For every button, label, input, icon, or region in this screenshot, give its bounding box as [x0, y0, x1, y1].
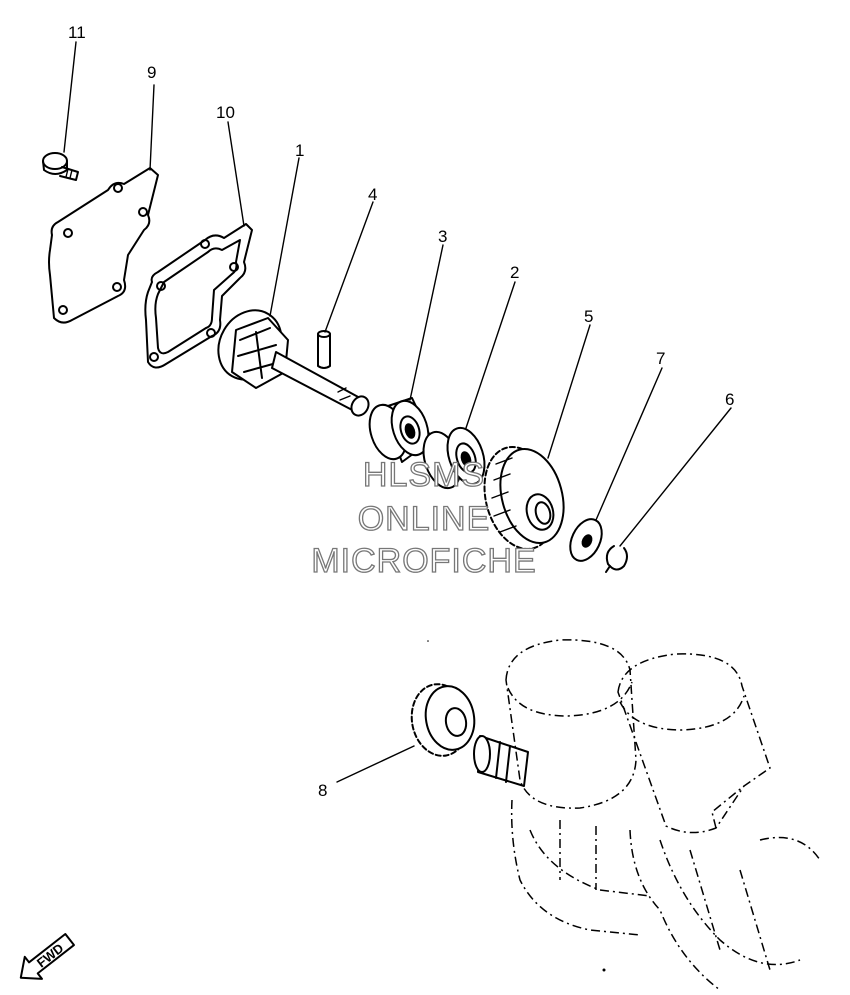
gasket-part-10 — [144, 223, 253, 369]
watermark-line-3: MICROFICHE — [311, 542, 536, 580]
washer-part-7 — [569, 518, 603, 562]
engine-reference-outline — [473, 639, 821, 991]
callout-11: 11 — [68, 23, 86, 42]
callout-8: 8 — [318, 781, 327, 800]
callout-5: 5 — [584, 307, 593, 326]
bearing-part-3 — [368, 397, 433, 463]
gear-part-5 — [483, 446, 565, 550]
leader-lines — [63, 41, 732, 783]
drive-gear-part-8 — [410, 683, 476, 757]
callout-labels: 11 9 10 1 4 3 2 5 7 6 8 — [68, 23, 734, 800]
callout-1: 1 — [295, 141, 304, 160]
bearing-part-2 — [422, 426, 486, 490]
fwd-arrow: FWD — [19, 933, 75, 980]
bolt-part-11 — [42, 152, 79, 181]
callout-10: 10 — [216, 103, 235, 122]
watermark-line-2: ONLINE — [358, 500, 491, 538]
cover-plate-part-9 — [48, 167, 159, 324]
pin-part-4 — [317, 330, 331, 369]
callout-6: 6 — [725, 390, 734, 409]
impeller-shaft-part-1 — [217, 309, 370, 417]
callout-2: 2 — [510, 263, 519, 282]
watermark: HLSMS ONLINE MICROFICHE — [311, 455, 537, 580]
callout-9: 9 — [147, 63, 156, 82]
callout-7: 7 — [656, 349, 665, 368]
watermark-line-1: HLSMS — [363, 456, 485, 494]
callout-3: 3 — [438, 227, 447, 246]
circlip-part-6 — [605, 545, 628, 573]
callout-4: 4 — [368, 185, 377, 204]
